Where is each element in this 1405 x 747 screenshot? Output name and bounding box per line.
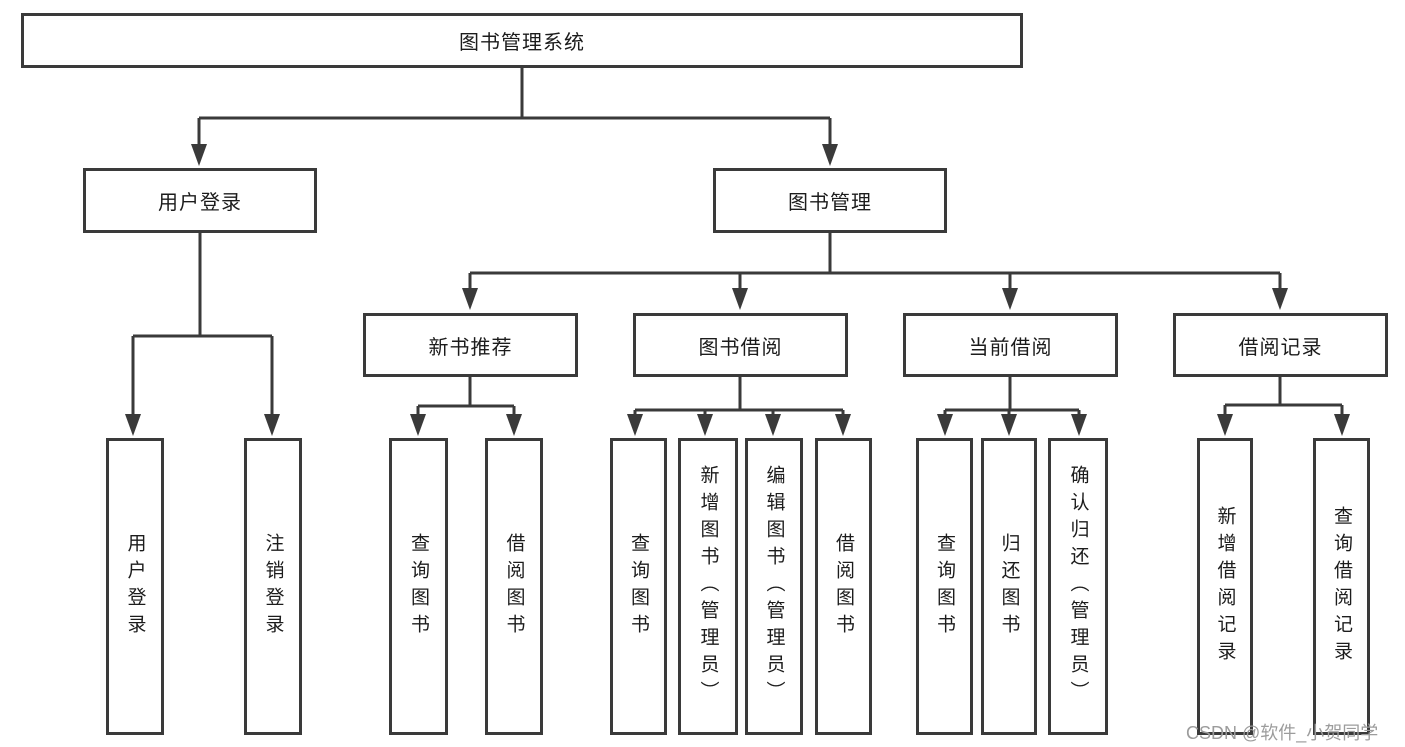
- arrowhead: [835, 414, 851, 436]
- leaf-logout-label: 注销登录: [262, 532, 284, 641]
- arrowhead: [697, 414, 713, 436]
- arrowhead: [1071, 414, 1087, 436]
- arrowhead: [191, 144, 207, 166]
- leaf-query-books-borrow: 查询图书: [610, 438, 667, 735]
- connector-book-management: [468, 233, 1282, 290]
- leaf-confirm-return-admin: 确认归还（管理员）: [1048, 438, 1108, 735]
- arrowhead: [627, 414, 643, 436]
- arrowhead: [732, 288, 748, 310]
- node-new-book-recommend: 新书推荐: [363, 313, 578, 377]
- connector-borrow-records: [1223, 377, 1344, 416]
- leaf-add-book-admin: 新增图书（管理员）: [678, 438, 738, 735]
- node-book-management: 图书管理: [713, 168, 947, 233]
- connector-root-to-level2: [197, 68, 832, 146]
- node-root-system: 图书管理系统: [21, 13, 1023, 68]
- arrowhead: [1217, 414, 1233, 436]
- leaf-user-login-label: 用户登录: [124, 532, 146, 641]
- leaf-query-borrow-record-label: 查询借阅记录: [1331, 505, 1352, 668]
- arrowhead: [1002, 288, 1018, 310]
- leaf-borrow-books-recommend: 借阅图书: [485, 438, 543, 735]
- arrowhead: [125, 414, 141, 436]
- leaf-query-books-recommend: 查询图书: [389, 438, 448, 735]
- leaf-borrow-books-label: 借阅图书: [833, 532, 854, 641]
- leaf-return-book: 归还图书: [981, 438, 1037, 735]
- leaf-logout: 注销登录: [244, 438, 302, 735]
- node-user-login: 用户登录: [83, 168, 317, 233]
- connector-user-login: [131, 233, 274, 416]
- leaf-borrow-books: 借阅图书: [815, 438, 872, 735]
- connector-new-book-recommend: [416, 377, 516, 416]
- node-borrow-records: 借阅记录: [1173, 313, 1388, 377]
- leaf-add-book-admin-label: 新增图书（管理员）: [697, 465, 719, 708]
- arrowhead: [765, 414, 781, 436]
- leaf-edit-book-admin: 编辑图书（管理员）: [745, 438, 803, 735]
- arrowhead: [1272, 288, 1288, 310]
- leaf-confirm-return-admin-label: 确认归还（管理员）: [1067, 465, 1089, 708]
- leaf-query-books-current-label: 查询图书: [934, 532, 955, 641]
- leaf-query-books-borrow-label: 查询图书: [628, 532, 649, 641]
- arrowhead: [264, 414, 280, 436]
- leaf-add-borrow-record-label: 新增借阅记录: [1214, 505, 1236, 668]
- connector-current-borrow: [943, 377, 1081, 416]
- arrowhead: [822, 144, 838, 166]
- leaf-return-book-label: 归还图书: [998, 532, 1020, 641]
- csdn-watermark: CSDN @软件_小贺同学: [1186, 723, 1379, 743]
- leaf-query-books-current: 查询图书: [916, 438, 973, 735]
- arrowhead: [410, 414, 426, 436]
- leaf-query-borrow-record: 查询借阅记录: [1313, 438, 1370, 735]
- leaf-edit-book-admin-label: 编辑图书（管理员）: [763, 465, 785, 708]
- leaf-user-login: 用户登录: [106, 438, 164, 735]
- connector-book-borrow: [633, 377, 845, 416]
- arrowhead: [506, 414, 522, 436]
- node-current-borrow: 当前借阅: [903, 313, 1118, 377]
- leaf-add-borrow-record: 新增借阅记录: [1197, 438, 1253, 735]
- arrowhead: [1334, 414, 1350, 436]
- arrowhead: [462, 288, 478, 310]
- leaf-borrow-books-recommend-label: 借阅图书: [503, 532, 525, 641]
- node-book-borrow: 图书借阅: [633, 313, 848, 377]
- arrowhead: [1001, 414, 1017, 436]
- arrowhead: [937, 414, 953, 436]
- leaf-query-books-recommend-label: 查询图书: [408, 532, 429, 641]
